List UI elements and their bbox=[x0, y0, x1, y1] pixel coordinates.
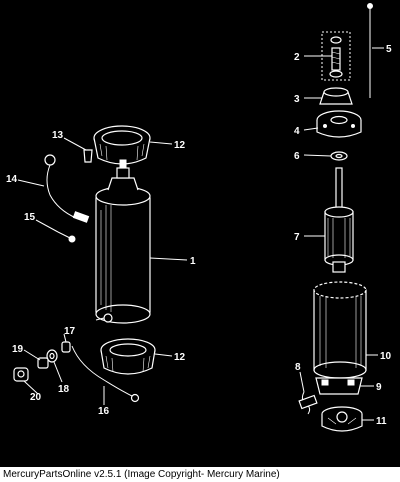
callout-17: 17 bbox=[64, 326, 76, 337]
part-nut-20[interactable] bbox=[13, 367, 29, 382]
callout-2: 2 bbox=[294, 52, 300, 63]
callout-13: 13 bbox=[52, 130, 64, 141]
callout-9: 9 bbox=[376, 382, 382, 393]
part-through-bolt[interactable] bbox=[367, 3, 373, 99]
leader-lines bbox=[17, 47, 384, 421]
part-washer-6[interactable] bbox=[330, 151, 348, 161]
part-lower-end-cap[interactable] bbox=[321, 406, 363, 432]
callout-14: 14 bbox=[6, 174, 18, 185]
part-cable-lower[interactable] bbox=[71, 345, 140, 403]
part-cable-upper[interactable] bbox=[44, 154, 90, 223]
part-screw[interactable] bbox=[57, 231, 76, 243]
callout-8: 8 bbox=[295, 362, 301, 373]
part-frame-housing[interactable] bbox=[313, 281, 367, 379]
image-caption: MercuryPartsOnline v2.5.1 (Image Copyrig… bbox=[0, 467, 400, 482]
part-terminal-boot[interactable] bbox=[83, 149, 93, 163]
callout-1: 1 bbox=[190, 256, 196, 267]
callout-4: 4 bbox=[294, 126, 300, 137]
part-brush-plate[interactable] bbox=[315, 377, 363, 395]
callout-16: 16 bbox=[98, 406, 110, 417]
part-nut-17[interactable] bbox=[61, 341, 71, 353]
part-collar-bottom[interactable] bbox=[100, 338, 156, 375]
callout-19: 19 bbox=[12, 344, 24, 355]
part-end-cap[interactable] bbox=[316, 110, 362, 138]
part-washer-18[interactable] bbox=[46, 349, 58, 363]
part-armature[interactable] bbox=[324, 167, 354, 273]
callout-3: 3 bbox=[294, 94, 300, 105]
part-bushing-kit[interactable] bbox=[321, 31, 351, 81]
callout-numbers: 1 2 3 4 5 6 7 8 9 10 11 12 12 13 14 15 1… bbox=[6, 44, 392, 427]
part-starter-motor[interactable] bbox=[95, 159, 151, 324]
callout-20: 20 bbox=[30, 392, 42, 403]
part-drive-nut[interactable] bbox=[319, 87, 353, 105]
callout-10: 10 bbox=[380, 351, 392, 362]
exploded-parts-diagram: 1 2 3 4 5 6 7 8 9 10 11 12 12 13 14 15 1… bbox=[6, 3, 392, 432]
part-nut-19[interactable] bbox=[37, 357, 49, 369]
callout-11: 11 bbox=[376, 416, 387, 427]
callout-7: 7 bbox=[294, 232, 300, 243]
callout-6: 6 bbox=[294, 151, 300, 162]
part-brushes[interactable] bbox=[298, 391, 318, 415]
callout-12-top: 12 bbox=[174, 140, 186, 151]
callout-18: 18 bbox=[58, 384, 70, 395]
callout-12-bottom: 12 bbox=[174, 352, 186, 363]
callout-5: 5 bbox=[386, 44, 392, 55]
part-collar-top[interactable] bbox=[93, 125, 151, 165]
callout-15: 15 bbox=[24, 212, 36, 223]
